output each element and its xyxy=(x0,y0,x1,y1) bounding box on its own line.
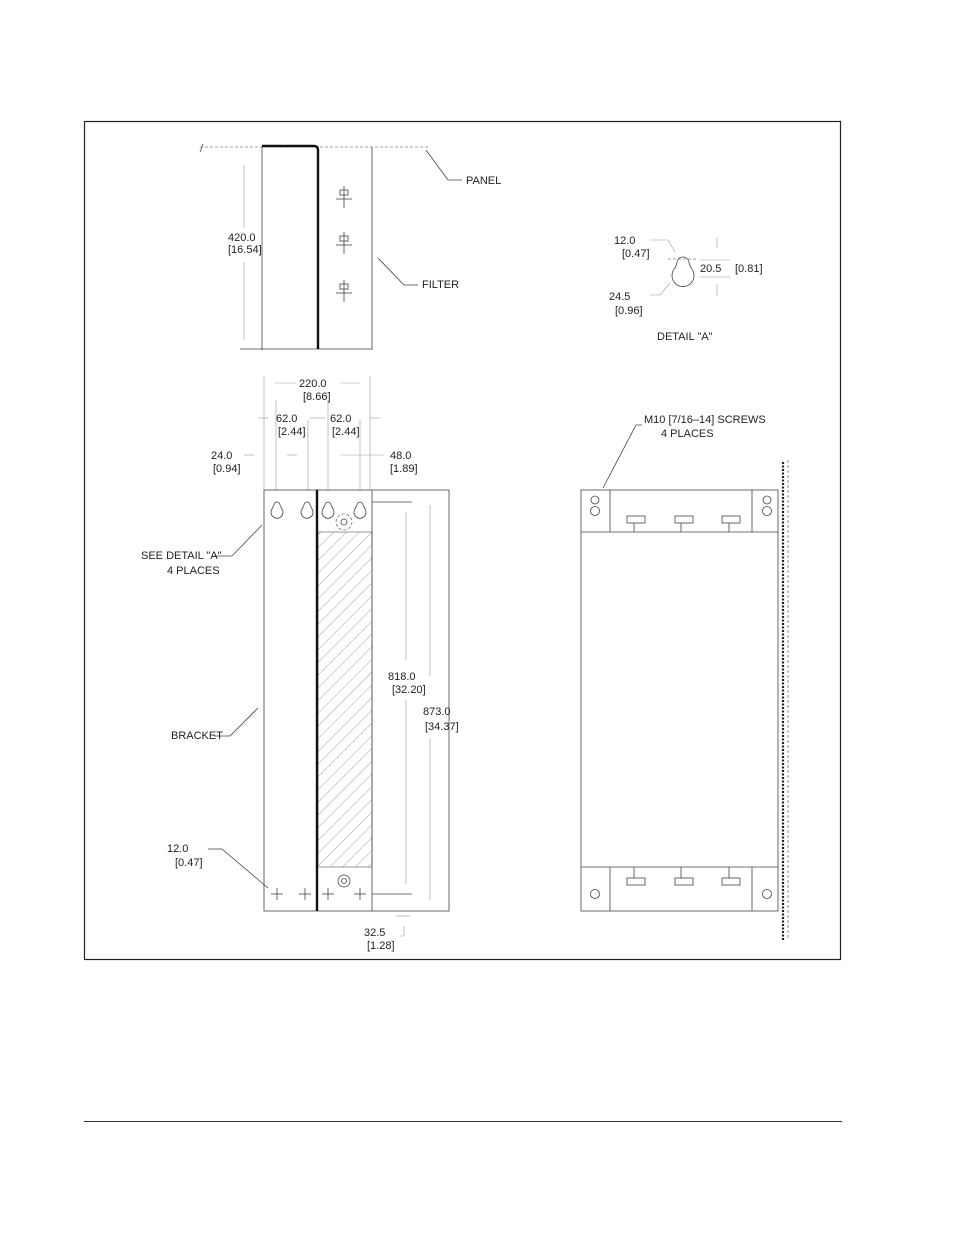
left-offset-in: [0.94] xyxy=(213,463,241,475)
overall-width-mm: 220.0 xyxy=(299,378,327,390)
filter-label: FILTER xyxy=(422,279,459,291)
inner-height-mm: 818.0 xyxy=(388,671,416,683)
right-offset-in: [1.89] xyxy=(390,463,418,475)
screws-line1: M10 [7/16–14] SCREWS xyxy=(644,414,766,426)
panel-label: PANEL xyxy=(466,175,501,187)
hole-dia-in: [0.96] xyxy=(615,305,643,317)
screw-bottom-right xyxy=(762,889,772,899)
slot-height-in: [0.81] xyxy=(735,263,763,275)
bottom-offset-in: [1.28] xyxy=(367,940,395,952)
stud-lower xyxy=(336,280,352,302)
left-spacing-in: [2.44] xyxy=(278,426,306,438)
overall-width-in: [8.66] xyxy=(303,391,331,403)
right-spacing-mm: 62.0 xyxy=(330,413,351,425)
screw-top-left xyxy=(590,495,600,516)
see-detail-line2: 4 PLACES xyxy=(167,565,220,577)
detail-a-title: DETAIL "A" xyxy=(657,331,713,343)
slot-width-mm: 12.0 xyxy=(614,235,635,247)
screw-bottom-left xyxy=(590,889,600,899)
bottom-slot-mm: 12.0 xyxy=(167,843,188,855)
right-view: M10 [7/16–14] SCREWS 4 PLACES xyxy=(580,414,789,940)
bracket-outline xyxy=(263,489,450,912)
left-spacing-mm: 62.0 xyxy=(276,413,297,425)
stud-middle xyxy=(336,232,352,254)
detail-a: 12.0 [0.47] 20.5 [0.81] 24.5 [0.96] DETA… xyxy=(609,235,763,343)
bottom-offset-mm: 32.5 xyxy=(364,927,385,939)
inner-height-in: [32.20] xyxy=(392,684,426,696)
bracket-label: BRACKET xyxy=(171,730,223,742)
drawing-border xyxy=(83,120,842,961)
side-view: 420.0 [16.54] PANEL FILTER xyxy=(199,143,501,350)
hole-dia-mm: 24.5 xyxy=(609,291,630,303)
footer-rule xyxy=(84,1121,842,1122)
filter-hatched-area xyxy=(317,531,373,868)
filter-body-outline xyxy=(580,489,779,912)
right-offset-mm: 48.0 xyxy=(390,450,411,462)
left-offset-mm: 24.0 xyxy=(211,450,232,462)
screws-line2: 4 PLACES xyxy=(661,428,714,440)
terminals-top xyxy=(626,515,741,532)
keyhole-2 xyxy=(300,501,314,519)
keyhole-4 xyxy=(353,501,367,519)
bottom-hole-marks xyxy=(271,888,366,900)
stud-upper xyxy=(336,186,352,208)
see-detail-line1: SEE DETAIL "A" xyxy=(141,550,222,562)
overall-height-in: [34.37] xyxy=(425,721,459,733)
right-spacing-in: [2.44] xyxy=(332,426,360,438)
overall-height-mm: 873.0 xyxy=(423,706,451,718)
terminals-bottom xyxy=(626,867,741,886)
screw-top-right xyxy=(762,495,772,516)
keyhole-slot xyxy=(671,256,695,287)
side-height-in: [16.54] xyxy=(228,244,262,256)
slot-width-in: [0.47] xyxy=(622,248,650,260)
front-view: 220.0 [8.66] 62.0 [2.44] 62.0 [2.44] 24.… xyxy=(141,376,459,952)
keyhole-1 xyxy=(270,501,284,519)
keyhole-3 xyxy=(321,501,335,519)
side-height-mm: 420.0 xyxy=(228,232,256,244)
slot-height-mm: 20.5 xyxy=(700,263,721,275)
bottom-slot-in: [0.47] xyxy=(175,857,203,869)
